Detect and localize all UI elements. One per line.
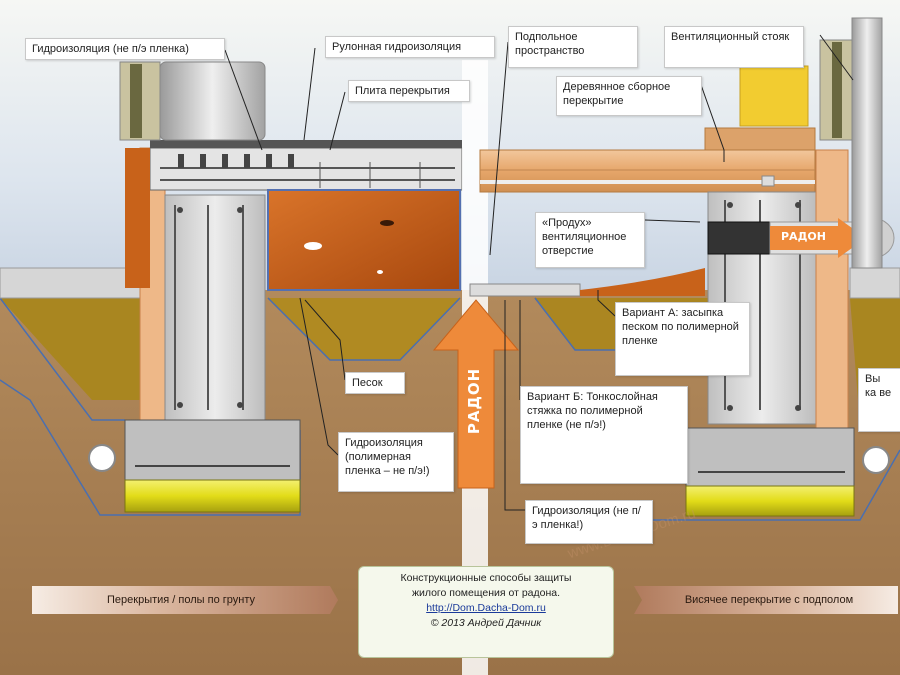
label-cut-right: Вы ка ве <box>858 368 900 432</box>
label-waterproofing-pe: Гидроизоляция (не п/э пленка) <box>25 38 225 60</box>
banner-left-shape <box>32 586 338 614</box>
label-subfloor-space: Подпольное пространство <box>508 26 638 68</box>
sand-backfill-variant-a <box>580 268 705 296</box>
label-roll-waterproofing: Рулонная гидроизоляция <box>325 36 495 58</box>
left-drain-pipe <box>88 444 116 472</box>
left-orange-edge <box>125 148 150 288</box>
label-wooden-floor: Деревянное сборное перекрытие <box>556 76 702 116</box>
label-variant-b: Вариант Б: Тонкослойная стяжка по полиме… <box>520 386 688 484</box>
banner-right-shape <box>634 586 898 614</box>
wooden-floor-beam <box>479 149 816 193</box>
label-waterproofing-bottom: Гидроизоляция (не п/э пленка!) <box>525 500 653 544</box>
right-gravel-bed <box>685 485 855 517</box>
right-blind-area <box>849 267 900 299</box>
roll-waterproofing-layer <box>150 140 462 148</box>
caption-line2: жилого помещения от радона. <box>411 587 561 599</box>
label-waterproofing-polymer: Гидроизоляция (полимерная пленка – не п/… <box>338 432 454 492</box>
left-gravel-bed <box>124 479 301 513</box>
wall-block-yellow <box>739 65 809 127</box>
label-sand: Песок <box>345 372 405 394</box>
left-wall-block <box>159 61 266 141</box>
radon-horizontal-label: РАДОН <box>781 230 826 243</box>
sand-under-slab <box>268 298 460 360</box>
right-drain-pipe <box>862 446 890 474</box>
thin-screed <box>469 283 581 297</box>
radon-horizontal-arrow <box>770 218 866 258</box>
label-air-vent: «Продух» вентиляционное отверстие <box>535 212 645 268</box>
film-left-outer <box>0 297 125 421</box>
left-blind-area <box>0 267 141 299</box>
sand-left-outer <box>0 298 140 400</box>
right-wall-insulation <box>815 149 849 431</box>
film-under-slab <box>267 297 461 361</box>
label-variant-a: Вариант А: засыпка песком по полимерной … <box>615 302 750 376</box>
caption-copyright: © 2013 Андрей Дачник <box>430 617 542 629</box>
radon-vertical-label: РАДОН <box>465 367 484 435</box>
film-right-footing <box>650 449 900 521</box>
left-foundation-wall <box>164 194 266 426</box>
air-vent-pipe <box>707 221 771 255</box>
banner-left: Перекрытия / полы по грунту <box>107 594 255 606</box>
radon-vertical-arrow <box>432 299 520 489</box>
label-vent-riser: Вентиляционный стояк <box>664 26 804 68</box>
banner-right: Висячее перекрытие с подполом <box>684 594 854 606</box>
left-footing <box>124 419 301 481</box>
caption-scroll: Конструкционные способы защиты жилого по… <box>358 566 614 658</box>
vent-riser-pipe <box>851 17 883 269</box>
sand-fill-orange <box>267 189 461 291</box>
caption-link[interactable]: http://Dom.Dacha-Dom.ru <box>426 602 546 614</box>
right-footing <box>685 427 855 487</box>
caption-line1: Конструкционные способы защиты <box>400 572 572 584</box>
label-floor-slab: Плита перекрытия <box>348 80 470 102</box>
wooden-floor-top-board <box>704 127 816 151</box>
